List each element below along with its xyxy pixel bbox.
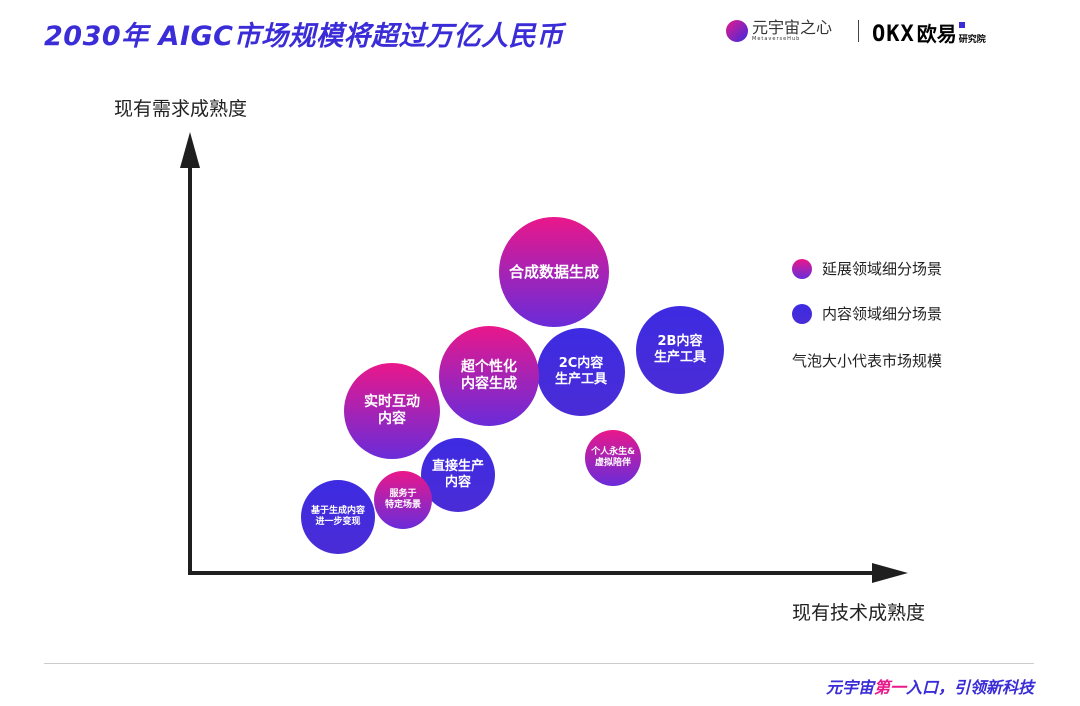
logo-subtext: MetaverseHub	[752, 36, 801, 42]
bubble-extension: 合成数据生成	[499, 217, 609, 327]
x-axis-arrow-icon	[872, 563, 908, 583]
legend-item-content: 内容领域细分场景	[792, 303, 942, 324]
bubble-extension: 实时互动 内容	[344, 363, 440, 459]
bubble-label: 2B内容 生产工具	[653, 333, 706, 365]
logo-text: 元宇宙之心	[752, 18, 833, 37]
bubble-label: 实时互动 内容	[364, 393, 420, 428]
bubble-label: 合成数据生成	[508, 262, 599, 281]
bubble-label: 服务于 特定场景	[384, 488, 421, 510]
bubble-content: 2B内容 生产工具	[636, 306, 724, 394]
y-axis-arrow-icon	[180, 132, 200, 168]
okx-mark: OKX	[872, 22, 915, 47]
metaverse-logo-icon	[726, 20, 748, 42]
bubble-label: 直接生产 内容	[431, 458, 484, 490]
legend-dot-icon	[792, 258, 812, 279]
bubble-content: 基于生成内容 进一步变现	[301, 480, 375, 554]
bubble-label: 2C内容 生产工具	[554, 355, 607, 387]
legend-label: 内容领域细分场景	[822, 305, 943, 323]
bubble-extension: 超个性化 内容生成	[439, 326, 539, 426]
legend-note: 气泡大小代表市场规模	[792, 352, 943, 370]
legend-item-extension: 延展领域细分场景	[792, 258, 942, 279]
bubble-extension: 服务于 特定场景	[374, 471, 432, 529]
footer-divider	[44, 663, 1034, 664]
bubble-label: 个人永生& 虚拟陪伴	[591, 446, 635, 468]
bubble-content: 直接生产 内容	[421, 438, 495, 512]
metaverse-hub-logo: 元宇宙之心 MetaverseHub	[726, 20, 832, 42]
footer-slogan: 元宇宙第一入口，引领新科技	[825, 678, 1034, 697]
page-title: 2030年 AIGC市场规模将超过万亿人民币	[44, 21, 564, 52]
legend-dot-icon	[792, 303, 812, 324]
bubble-content: 2C内容 生产工具	[537, 328, 625, 416]
bubble-label: 超个性化 内容生成	[461, 358, 517, 393]
okx-text: 欧易	[916, 22, 957, 46]
x-axis-label: 现有技术成熟度	[792, 602, 926, 624]
y-axis-label: 现有需求成熟度	[114, 98, 248, 120]
legend-label: 延展领域细分场景	[822, 260, 943, 278]
okx-research-logo: OKX 欧易 研究院	[872, 18, 986, 47]
logo-divider	[858, 20, 859, 42]
bubble-label: 基于生成内容 进一步变现	[310, 505, 365, 527]
okx-subtext: 研究院	[958, 22, 986, 45]
bubble-extension: 个人永生& 虚拟陪伴	[585, 430, 641, 486]
